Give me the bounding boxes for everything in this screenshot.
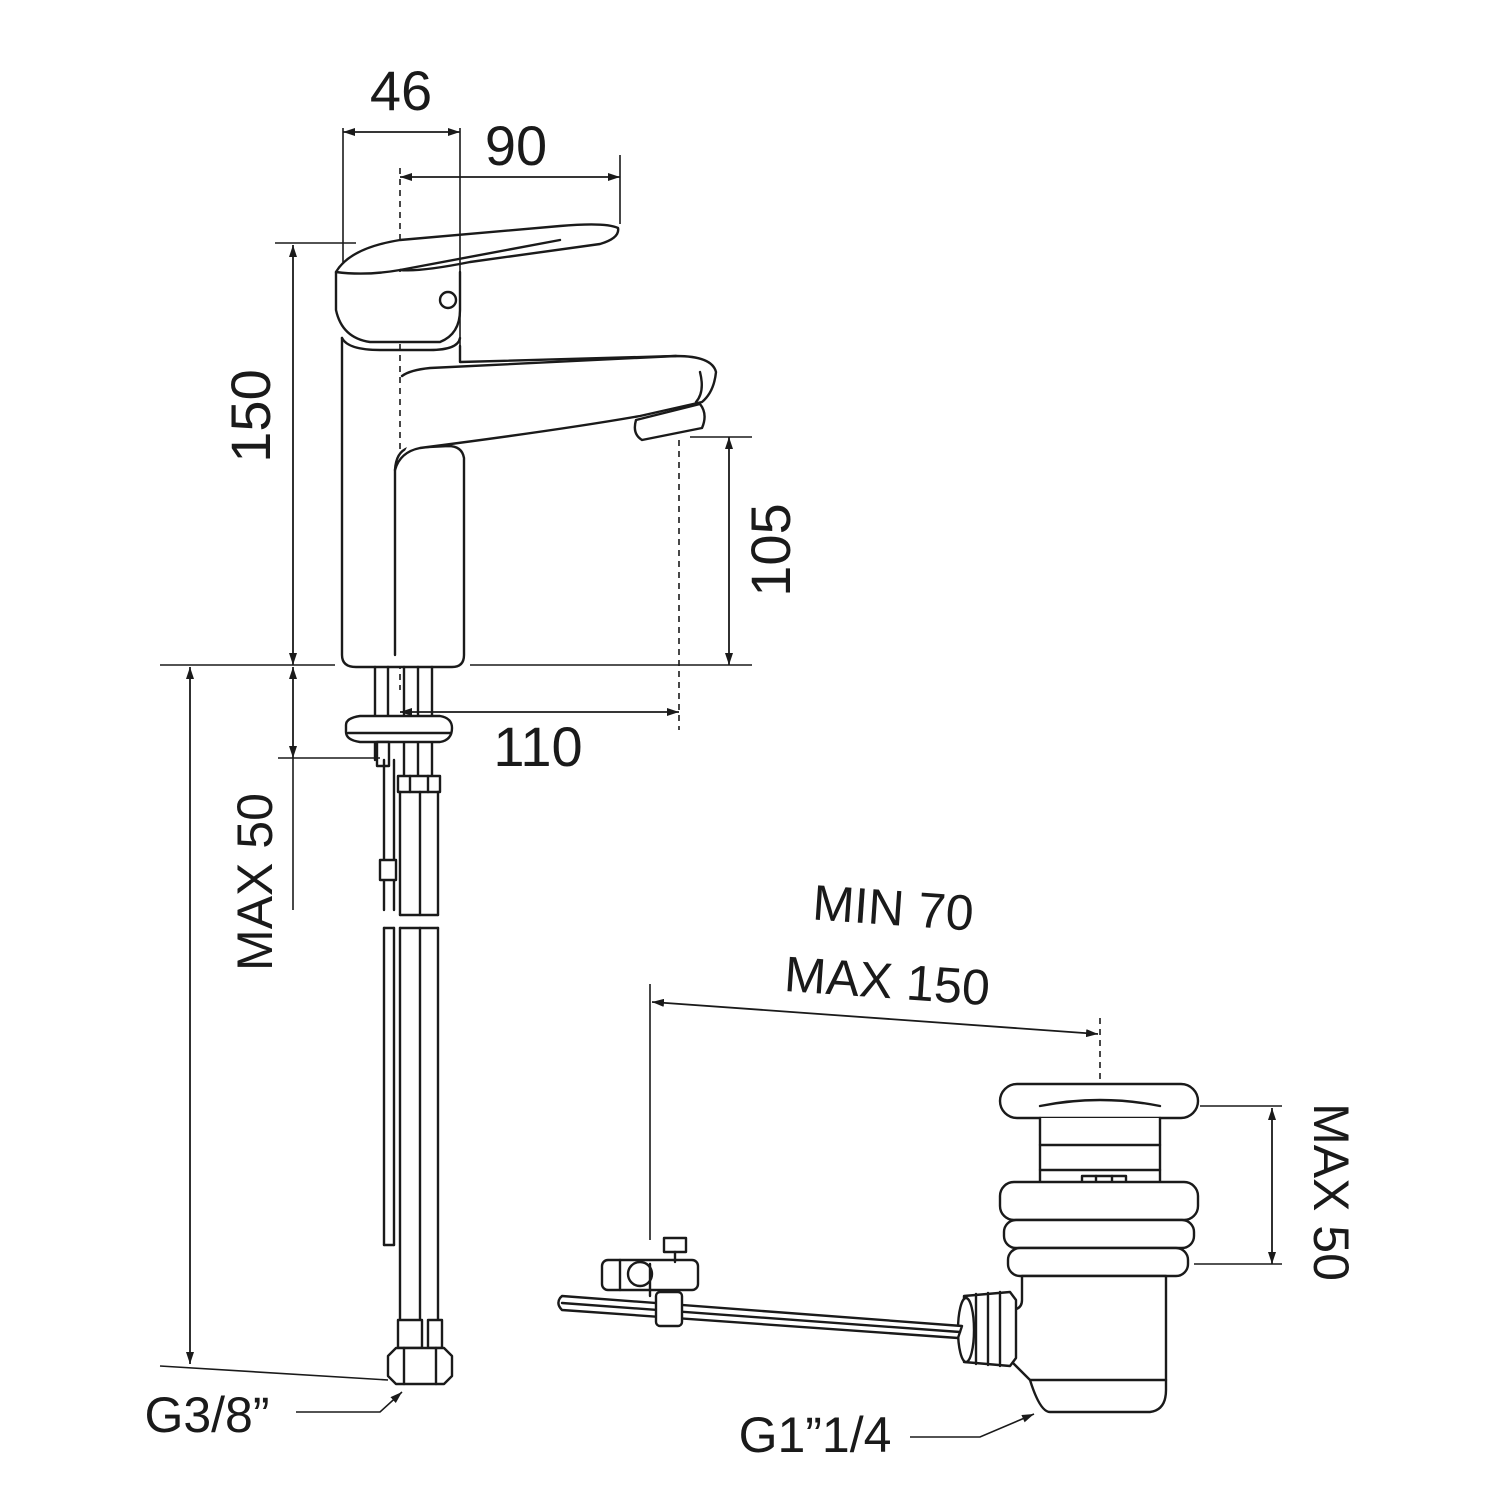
aerator	[633, 402, 706, 442]
waste-locknut-top	[998, 1180, 1200, 1222]
hose-clip	[378, 858, 398, 882]
dim-rod-line	[651, 998, 1099, 1038]
lever-highlight	[398, 238, 562, 272]
label-rod-max: MAX 150	[783, 946, 992, 1016]
hose-connector-right	[426, 1318, 444, 1350]
rod-clamp	[654, 1290, 684, 1328]
cap-rim	[1038, 1098, 1162, 1108]
faucet-spout	[393, 344, 718, 472]
waste-lower-body	[1008, 1274, 1168, 1414]
label-110: 110	[493, 715, 582, 778]
waste-locknut-mid	[1002, 1218, 1196, 1250]
linkage-screw	[662, 1236, 688, 1254]
faucet-drawing	[334, 168, 718, 1386]
handle-lever	[334, 223, 620, 275]
waste-leader	[910, 1413, 1035, 1438]
label-supply-thread: G3/8”	[144, 1387, 269, 1443]
supply-leader	[296, 1391, 403, 1413]
hose-connector-left	[396, 1318, 424, 1350]
label-deck-max: MAX 50	[227, 793, 283, 971]
fixing-plate	[344, 714, 454, 744]
faucet-body	[340, 336, 466, 669]
label-waste-height: MAX 50	[1303, 1103, 1359, 1281]
handle-screw-icon	[438, 290, 458, 310]
cartridge	[334, 270, 462, 344]
label-waste-thread: G1”1/4	[739, 1407, 892, 1463]
spout-tip-line	[694, 370, 703, 404]
faucet-dimensions: 46 90 150 105 110 MAX 50 G3/8”	[144, 59, 802, 1443]
waste-valve-drawing	[557, 1018, 1200, 1414]
spout-upper-line	[400, 354, 678, 378]
label-150: 150	[219, 369, 282, 462]
waste-dimensions: MIN 70 MAX 150 MAX 50 G1”1/4	[649, 874, 1359, 1463]
label-46: 46	[370, 59, 432, 122]
hose-nut-top	[396, 774, 442, 794]
label-105: 105	[739, 503, 802, 596]
supply-nut	[386, 1346, 454, 1386]
body-top-ring	[340, 336, 462, 352]
label-90: 90	[485, 114, 547, 177]
label-rod-min: MIN 70	[811, 874, 976, 941]
linkage-pivot-icon	[626, 1260, 654, 1288]
waste-locknut-bottom	[1006, 1246, 1190, 1278]
